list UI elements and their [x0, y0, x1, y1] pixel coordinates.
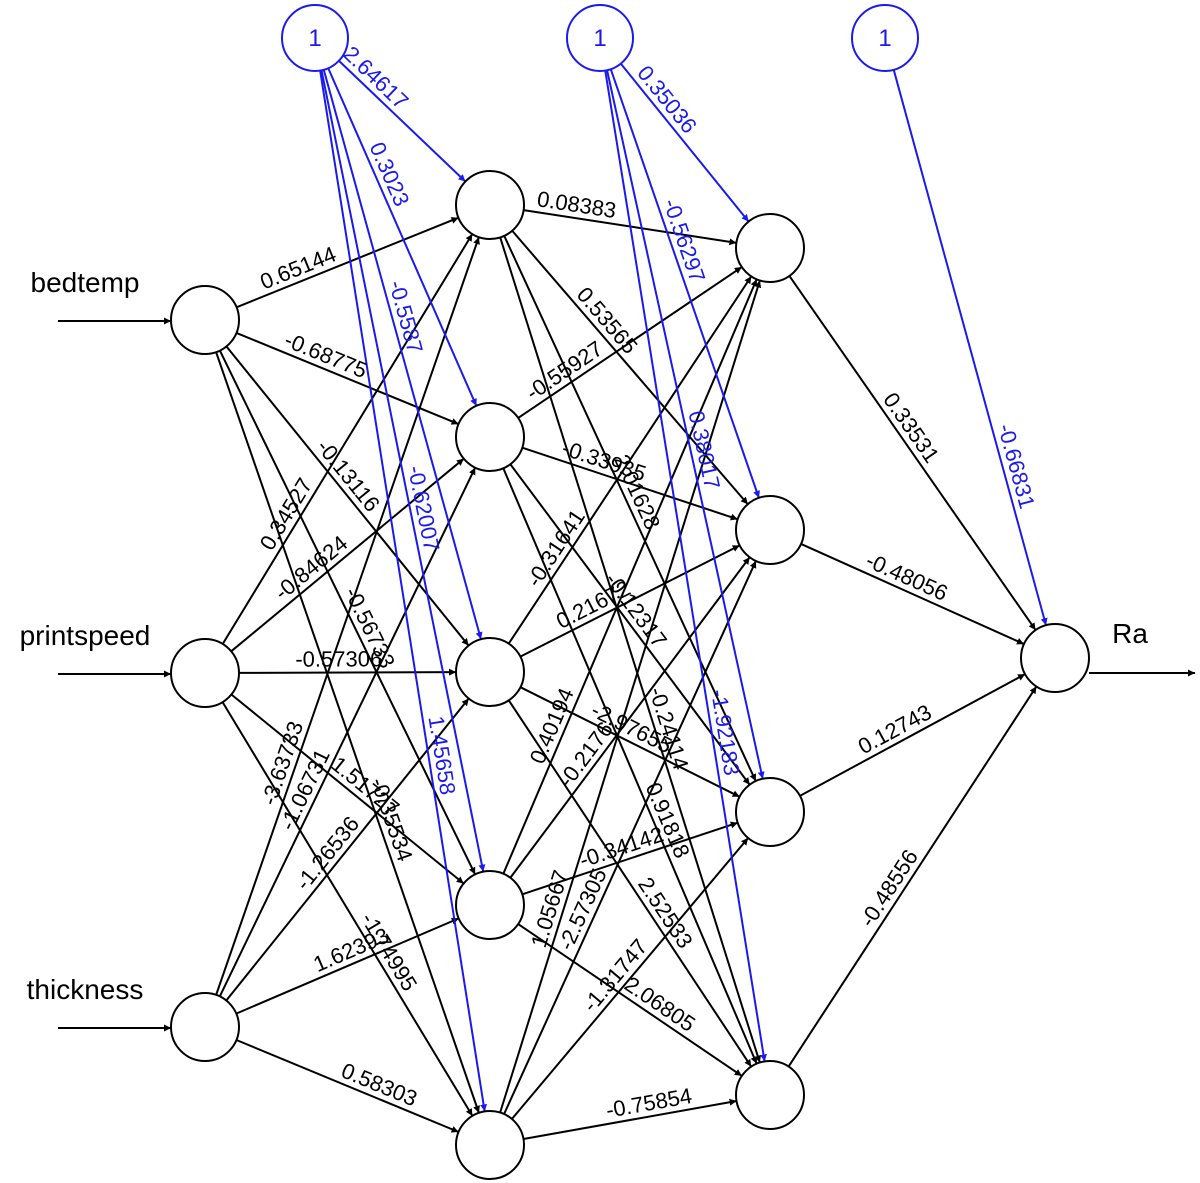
weight-edge-h22-out — [799, 673, 1026, 797]
bias-edge-h22 — [606, 70, 765, 780]
weight-label-in0-h11: -0.68775 — [281, 327, 371, 383]
weight-label-h12-h23: 2.52533 — [633, 873, 698, 953]
bias-node-2 — [851, 4, 919, 72]
network-nodes: 1 1 1 — [170, 4, 1090, 1180]
weight-edge-h14-h23 — [523, 1098, 737, 1141]
weight-edge-h11-h20 — [517, 266, 743, 419]
weight-edge-h10-h22 — [503, 235, 757, 782]
bias-edge-h20 — [619, 63, 750, 223]
weight-label-h20-out: 0.33531 — [878, 388, 944, 468]
weight-edge-in2-h14 — [236, 1039, 459, 1133]
weight-edge-h12-h20 — [507, 275, 753, 645]
bias-node-1 — [566, 4, 634, 72]
weight-edge-h11-h22 — [509, 463, 751, 786]
input-node-printspeed — [170, 638, 240, 708]
weight-label-h11-h21: -0.33935 — [559, 435, 649, 486]
input-label-bedtemp: bedtemp — [31, 267, 140, 298]
weight-edge-h21-out — [800, 543, 1025, 645]
weight-edge-in2-h11 — [218, 467, 477, 997]
bias-edge-h23 — [604, 70, 767, 1062]
bias-node-label-2: 1 — [878, 25, 891, 52]
weight-edge-h12-h23 — [507, 699, 753, 1068]
bias-label-out: -0.66831 — [993, 421, 1040, 511]
weight-edge-h20-out — [788, 275, 1037, 631]
weight-edge-h14-h20 — [499, 280, 762, 1113]
weight-edge-h10-h23 — [499, 237, 762, 1063]
bias-edge-h11 — [327, 67, 478, 407]
hidden1-node-4 — [455, 1110, 525, 1180]
input-label-thickness: thickness — [27, 974, 144, 1005]
weight-edge-in1-h11 — [230, 457, 465, 653]
output-label: Ra — [1112, 618, 1148, 649]
weight-edge-in1-h10 — [221, 233, 474, 645]
weight-label-in2-h13: 1.62393 — [310, 923, 393, 977]
weight-edge-h11-h21 — [521, 446, 739, 521]
bias-label-h11: 0.3023 — [364, 138, 414, 210]
input-node-bedtemp — [170, 285, 240, 355]
bias-label-h21: -0.56297 — [658, 195, 710, 285]
weight-edges — [58, 60, 1195, 1141]
weight-edge-h14-h21 — [503, 560, 757, 1115]
hidden2-node-3 — [735, 1060, 805, 1130]
bias-edge-h13 — [320, 70, 486, 872]
bias-node-label-1: 1 — [593, 25, 606, 52]
hidden1-node-3 — [455, 870, 525, 940]
weight-label-h23-out: -0.48556 — [855, 845, 923, 931]
bias-edge-h12 — [322, 69, 483, 640]
weight-edge-h14-h22 — [511, 837, 749, 1120]
weight-edge-h13-h23 — [517, 923, 743, 1077]
output-node — [1020, 623, 1090, 693]
bias-label-h10: 2.64617 — [339, 41, 414, 114]
bias-label-h20: 0.35036 — [632, 61, 701, 139]
hidden2-node-1 — [735, 495, 805, 565]
weight-label-h13-h23: 2.06805 — [620, 971, 700, 1036]
weight-label-in0-h12: -0.13116 — [312, 435, 385, 517]
weight-edge-in1-h13 — [230, 693, 465, 885]
weight-edge-in0-h11 — [236, 331, 459, 426]
bias-node-0 — [281, 4, 349, 72]
weight-label-in1-h12: -0.57306 — [295, 646, 382, 671]
weight-edge-h10-h21 — [511, 230, 749, 505]
weight-label-in0-h10: 0.65144 — [256, 241, 339, 294]
weight-edge-in2-h13 — [235, 917, 460, 1015]
bias-edge-out — [892, 69, 1048, 626]
weight-edge-h11-h23 — [502, 467, 758, 1065]
input-node-thickness — [170, 992, 240, 1062]
weight-label-h12-h20: -0.31641 — [521, 505, 590, 591]
hidden1-node-1 — [455, 402, 525, 472]
hidden1-node-2 — [455, 637, 525, 707]
bias-edge-h21 — [609, 68, 760, 499]
weight-edge-in1-h14 — [221, 701, 474, 1117]
weight-edge-h12-h22 — [519, 686, 741, 798]
input-label-printspeed: printspeed — [20, 620, 151, 651]
weight-edge-in2-h10 — [215, 236, 480, 996]
bias-edge-h10 — [338, 60, 467, 183]
hidden2-node-2 — [735, 777, 805, 847]
weight-edge-h13-h20 — [502, 278, 758, 875]
weight-edge-h13-h21 — [509, 556, 751, 879]
weight-label-in2-h14: 0.58303 — [338, 1058, 421, 1112]
hidden2-node-0 — [735, 213, 805, 283]
weight-edge-h12-h21 — [519, 544, 741, 658]
weight-edge-h13-h22 — [521, 821, 739, 896]
weight-edge-h23-out — [787, 685, 1038, 1068]
weight-labels: 0.65144-0.68775-0.13116-0.56733-0.355340… — [20, 41, 1149, 1123]
weight-edge-in1-h12 — [238, 668, 457, 676]
bias-edge-h14 — [319, 70, 488, 1112]
weight-edge-in0-h10 — [236, 216, 459, 309]
hidden1-node-0 — [455, 170, 525, 240]
bias-node-label-0: 1 — [308, 25, 321, 52]
